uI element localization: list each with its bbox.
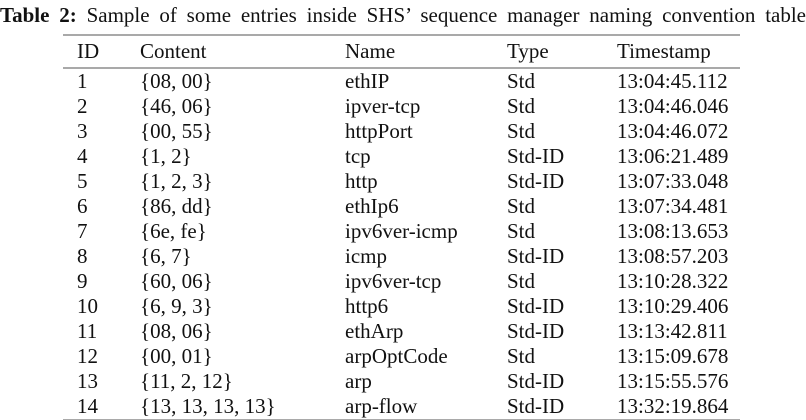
cell-name: ipver-tcp (345, 94, 421, 118)
header-type: Type (507, 39, 549, 63)
cell-type: Std (507, 194, 536, 218)
header-name: Name (345, 39, 396, 63)
cell-timestamp: 13:04:46.072 (617, 119, 729, 143)
table-caption: Table 2: Sample of some entries inside S… (0, 2, 806, 29)
cell-timestamp: 13:10:28.322 (617, 269, 729, 293)
cell-name: ethArp (345, 319, 404, 343)
cell-name: ipv6ver-tcp (345, 269, 442, 293)
cell-id: 8 (77, 244, 88, 268)
naming-convention-table-wrap: ID Content Name Type Timestamp 1 {08, 00… (63, 34, 740, 420)
cell-timestamp: 13:08:13.653 (617, 219, 729, 243)
cell-content: {60, 06} (140, 269, 213, 293)
table-row: 12 {00, 01} arpOptCode Std 13:15:09.678 (63, 344, 740, 369)
cell-type: Std-ID (507, 244, 565, 268)
cell-name: http6 (345, 294, 389, 318)
cell-id: 12 (77, 344, 98, 368)
cell-content: {6e, fe} (140, 219, 207, 243)
table-row: 6 {86, dd} ethIp6 Std 13:07:34.481 (63, 194, 740, 219)
cell-name: ethIp6 (345, 194, 399, 218)
cell-type: Std-ID (507, 319, 565, 343)
cell-name: tcp (345, 144, 371, 168)
table-row: 10 {6, 9, 3} http6 Std-ID 13:10:29.406 (63, 294, 740, 319)
cell-name: http (345, 169, 378, 193)
cell-name: ethIP (345, 69, 390, 93)
cell-content: {6, 9, 3} (140, 294, 213, 318)
cell-timestamp: 13:06:21.489 (617, 144, 729, 168)
cell-type: Std (507, 94, 536, 118)
cell-timestamp: 13:04:45.112 (617, 69, 728, 93)
cell-type: Std (507, 219, 536, 243)
cell-id: 10 (77, 294, 98, 318)
cell-content: {86, dd} (140, 194, 213, 218)
cell-content: {46, 06} (140, 94, 213, 118)
cell-content: {1, 2, 3} (140, 169, 213, 193)
cell-type: Std-ID (507, 394, 565, 418)
cell-id: 3 (77, 119, 88, 143)
cell-content: {1, 2} (140, 144, 192, 168)
cell-timestamp: 13:15:55.576 (617, 369, 729, 393)
cell-timestamp: 13:07:34.481 (617, 194, 729, 218)
table-row: 2 {46, 06} ipver-tcp Std 13:04:46.046 (63, 94, 740, 119)
cell-name: arp-flow (345, 394, 418, 418)
table-row: 14 {13, 13, 13, 13} arp-flow Std-ID 13:3… (63, 394, 740, 420)
cell-id: 7 (77, 219, 88, 243)
table-row: 7 {6e, fe} ipv6ver-icmp Std 13:08:13.653 (63, 219, 740, 244)
cell-name: arpOptCode (345, 344, 448, 368)
cell-content: {00, 01} (140, 344, 213, 368)
cell-id: 6 (77, 194, 88, 218)
table-caption-label: Table 2: (0, 3, 77, 27)
table-row: 1 {08, 00} ethIP Std 13:04:45.112 (63, 68, 740, 94)
cell-content: {08, 06} (140, 319, 213, 343)
table-row: 3 {00, 55} httpPort Std 13:04:46.072 (63, 119, 740, 144)
table-row: 9 {60, 06} ipv6ver-tcp Std 13:10:28.322 (63, 269, 740, 294)
cell-id: 9 (77, 269, 88, 293)
cell-type: Std-ID (507, 294, 565, 318)
cell-id: 5 (77, 169, 88, 193)
cell-type: Std (507, 269, 536, 293)
cell-type: Std-ID (507, 144, 565, 168)
cell-type: Std-ID (507, 169, 565, 193)
cell-timestamp: 13:08:57.203 (617, 244, 729, 268)
header-id: ID (77, 39, 100, 63)
table-row: 4 {1, 2} tcp Std-ID 13:06:21.489 (63, 144, 740, 169)
cell-name: ipv6ver-icmp (345, 219, 458, 243)
cell-name: httpPort (345, 119, 413, 143)
cell-content: {6, 7} (140, 244, 192, 268)
cell-content: {00, 55} (140, 119, 213, 143)
cell-timestamp: 13:10:29.406 (617, 294, 729, 318)
cell-id: 14 (77, 394, 98, 418)
naming-convention-table: ID Content Name Type Timestamp 1 {08, 00… (63, 34, 740, 420)
table-row: 8 {6, 7} icmp Std-ID 13:08:57.203 (63, 244, 740, 269)
header-row: ID Content Name Type Timestamp (63, 35, 740, 68)
header-timestamp: Timestamp (617, 39, 711, 63)
cell-name: icmp (345, 244, 387, 268)
cell-timestamp: 13:07:33.048 (617, 169, 729, 193)
cell-type: Std (507, 119, 536, 143)
cell-timestamp: 13:32:19.864 (617, 394, 729, 418)
cell-id: 2 (77, 94, 88, 118)
cell-type: Std (507, 69, 536, 93)
cell-type: Std (507, 344, 536, 368)
cell-type: Std-ID (507, 369, 565, 393)
header-content: Content (140, 39, 207, 63)
cell-timestamp: 13:04:46.046 (617, 94, 729, 118)
cell-name: arp (345, 369, 372, 393)
table-row: 11 {08, 06} ethArp Std-ID 13:13:42.811 (63, 319, 740, 344)
cell-id: 13 (77, 369, 98, 393)
cell-id: 4 (77, 144, 88, 168)
cell-content: {11, 2, 12} (140, 369, 233, 393)
cell-content: {08, 00} (140, 69, 213, 93)
table-row: 5 {1, 2, 3} http Std-ID 13:07:33.048 (63, 169, 740, 194)
cell-id: 11 (77, 319, 98, 343)
cell-content: {13, 13, 13, 13} (140, 394, 276, 418)
cell-timestamp: 13:15:09.678 (617, 344, 729, 368)
table-row: 13 {11, 2, 12} arp Std-ID 13:15:55.576 (63, 369, 740, 394)
cell-id: 1 (77, 69, 88, 93)
table-caption-text: Sample of some entries inside SHS’ seque… (86, 3, 806, 27)
cell-timestamp: 13:13:42.811 (617, 319, 728, 343)
